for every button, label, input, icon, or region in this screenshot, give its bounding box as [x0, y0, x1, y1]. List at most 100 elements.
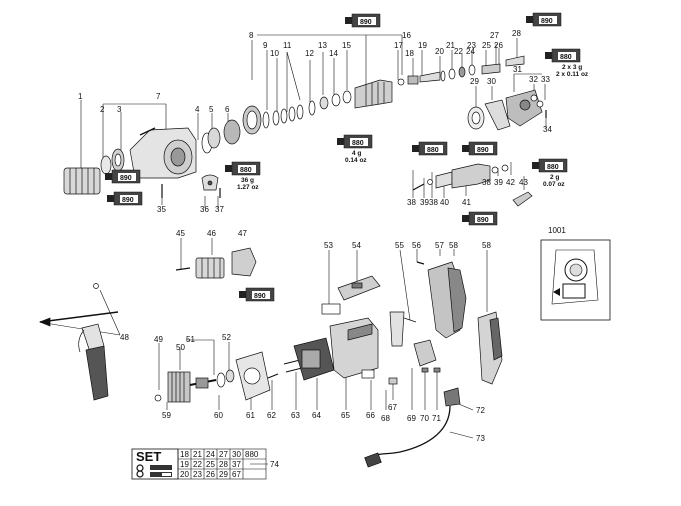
- lubricant-tube-16: 880: [337, 134, 373, 149]
- callout-53: 53: [324, 241, 333, 250]
- callout-72: 72: [476, 406, 485, 415]
- callout-20: 20: [435, 47, 444, 56]
- callout-2: 2: [100, 105, 105, 114]
- callout-59: 59: [162, 411, 171, 420]
- callout-51: 51: [186, 335, 195, 344]
- callout-15: 15: [342, 41, 351, 50]
- callout-25: 25: [482, 41, 491, 50]
- callout-18: 18: [405, 49, 414, 58]
- lubricant-tube-41-top: 890: [462, 141, 498, 156]
- callout-17: 17: [394, 41, 403, 50]
- tube-code: 890: [122, 197, 134, 204]
- callout-63: 63: [291, 411, 300, 420]
- callout-32: 32: [529, 75, 538, 84]
- callout-58a: 58: [449, 241, 458, 250]
- callout-31: 31: [513, 65, 522, 74]
- set-cell: 20: [180, 470, 189, 479]
- callout-48: 48: [120, 333, 129, 342]
- callout-35: 35: [157, 205, 166, 214]
- callout-34: 34: [543, 125, 552, 134]
- qty-36g-oz: 1.27 oz: [237, 184, 259, 191]
- lubricant-tube-7-a: 890: [105, 169, 141, 184]
- callout-67: 67: [388, 403, 397, 412]
- callout-3: 3: [117, 105, 122, 114]
- set-cell: 18: [180, 450, 189, 459]
- callout-21: 21: [446, 41, 455, 50]
- qty-4g: 4 g: [352, 150, 361, 157]
- set-cell: 67: [232, 470, 241, 479]
- callout-56: 56: [412, 241, 421, 250]
- callout-33: 33: [541, 75, 550, 84]
- tube-code: 890: [254, 293, 266, 300]
- callout-64: 64: [312, 411, 321, 420]
- callout-6: 6: [225, 105, 230, 114]
- tube-code: 890: [477, 217, 489, 224]
- callout-74: 74: [270, 460, 279, 469]
- callout-24: 24: [466, 47, 475, 56]
- set-row-3: 20 23 26 29 67: [180, 470, 241, 479]
- callout-23: 23: [467, 41, 476, 50]
- set-cell: 29: [219, 470, 228, 479]
- callout-10: 10: [270, 49, 279, 58]
- callout-41: 41: [462, 198, 471, 207]
- part-1-chuck: [63, 167, 101, 195]
- lubricant-tube-7-c: 880: [225, 161, 261, 176]
- callout-38b: 38: [429, 198, 438, 207]
- set-cell: 28: [219, 460, 228, 469]
- callout-57: 57: [435, 241, 444, 250]
- tube-code: 890: [541, 18, 553, 25]
- set-table: SET 18 21 24 27 30 880 19 22 25 28: [131, 448, 267, 480]
- set-cell: 25: [206, 460, 215, 469]
- callout-36: 36: [200, 205, 209, 214]
- callout-14: 14: [329, 49, 338, 58]
- callout-45: 45: [176, 229, 185, 238]
- parts: [39, 55, 547, 468]
- set-cell: 27: [219, 450, 228, 459]
- lubricant-tube-47: 890: [239, 287, 275, 302]
- callout-19: 19: [418, 41, 427, 50]
- qty-4g-oz: 0.14 oz: [345, 157, 367, 164]
- callout-65: 65: [341, 411, 350, 420]
- set-cell: 880: [245, 450, 259, 459]
- callout-70: 70: [420, 414, 429, 423]
- tube-code: 880: [427, 147, 439, 154]
- tube-code: 890: [477, 147, 489, 154]
- callout-58b: 58: [482, 241, 491, 250]
- callout-39a: 39: [420, 198, 429, 207]
- callout-49: 49: [154, 335, 163, 344]
- tube-code: 890: [120, 175, 132, 182]
- callout-38a: 38: [407, 198, 416, 207]
- callout-9: 9: [263, 41, 268, 50]
- set-row-2: 19 22 25 28 37: [180, 460, 241, 469]
- set-cell: 21: [193, 450, 202, 459]
- callout-46: 46: [207, 229, 216, 238]
- callout-43: 43: [519, 178, 528, 187]
- qty-2x3g-oz: 2 x 0.11 oz: [556, 71, 589, 78]
- callout-4: 4: [195, 105, 200, 114]
- callout-1: 1: [78, 92, 83, 101]
- callout-1001: 1001: [548, 226, 566, 235]
- set-cell: 26: [206, 470, 215, 479]
- callout-68: 68: [381, 414, 390, 423]
- qty-2g: 2 g: [550, 174, 559, 181]
- qty-2x3g: 2 x 3 g: [562, 64, 582, 71]
- set-cell: 24: [206, 450, 215, 459]
- callout-50: 50: [176, 343, 185, 352]
- lubricant-tube-top-1: 890: [345, 13, 381, 28]
- set-row-1: 18 21 24 27 30 880: [180, 450, 259, 459]
- lubricant-tube-28: 880: [545, 48, 581, 63]
- set-cell: 19: [180, 460, 189, 469]
- callout-7: 7: [156, 92, 161, 101]
- callout-8: 8: [249, 31, 254, 40]
- callout-52: 52: [222, 333, 231, 342]
- lubricant-tube-top-2: 890: [526, 12, 562, 27]
- callout-38c: 38: [482, 178, 491, 187]
- set-cell: 23: [193, 470, 202, 479]
- lubricant-tube-43: 880: [532, 158, 568, 173]
- tube-code: 880: [240, 167, 252, 174]
- callout-55: 55: [395, 241, 404, 250]
- callout-29: 29: [470, 77, 479, 86]
- callout-27: 27: [490, 31, 499, 40]
- callout-39b: 39: [494, 178, 503, 187]
